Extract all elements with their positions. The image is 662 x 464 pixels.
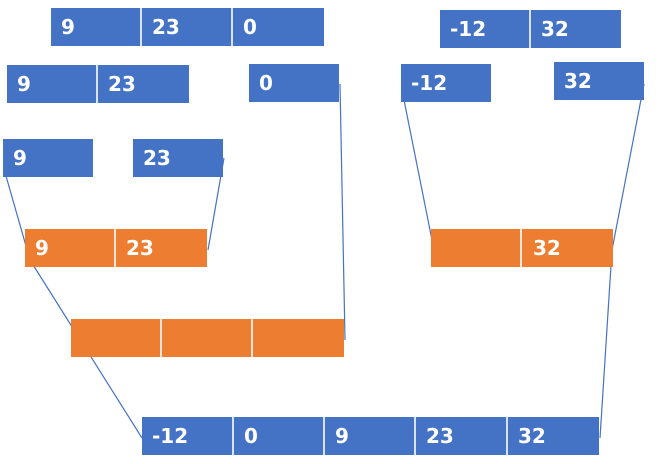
array-right-split-right: 32: [554, 62, 644, 100]
cell: -12: [401, 64, 491, 102]
cell: 0: [234, 417, 325, 455]
cell: 9: [25, 229, 116, 267]
cell: 23: [98, 65, 189, 103]
cell: 0: [249, 64, 339, 102]
cell: 0: [233, 8, 324, 46]
cell: 9: [3, 139, 93, 177]
array-merge-right: 32: [431, 229, 613, 267]
cell: 32: [554, 62, 644, 100]
array-merge-left-full: [71, 319, 344, 357]
array-right-split-left: -12: [401, 64, 491, 102]
cell: [71, 319, 162, 357]
cell: -12: [440, 10, 531, 48]
array-left-root: 9 23 0: [51, 8, 324, 46]
cell: [162, 319, 253, 357]
array-result: -12 0 9 23 32: [142, 417, 599, 455]
cell: 23: [416, 417, 508, 455]
cell: 32: [508, 417, 599, 455]
cell: 9: [325, 417, 416, 455]
array-leaf-23: 23: [133, 139, 223, 177]
cell: 23: [142, 8, 233, 46]
cell: 23: [133, 139, 223, 177]
array-leaf-9: 9: [3, 139, 93, 177]
array-merge-9-23: 9 23: [25, 229, 207, 267]
array-left-split-right: 0: [249, 64, 339, 102]
cell: 9: [7, 65, 98, 103]
cell: 23: [116, 229, 207, 267]
cell: [431, 229, 522, 267]
array-right-root: -12 32: [440, 10, 621, 48]
cell: [253, 319, 344, 357]
cell: 32: [531, 10, 621, 48]
array-left-split: 9 23: [7, 65, 189, 103]
cell: -12: [142, 417, 234, 455]
cell: 32: [522, 229, 613, 267]
cell: 9: [51, 8, 142, 46]
